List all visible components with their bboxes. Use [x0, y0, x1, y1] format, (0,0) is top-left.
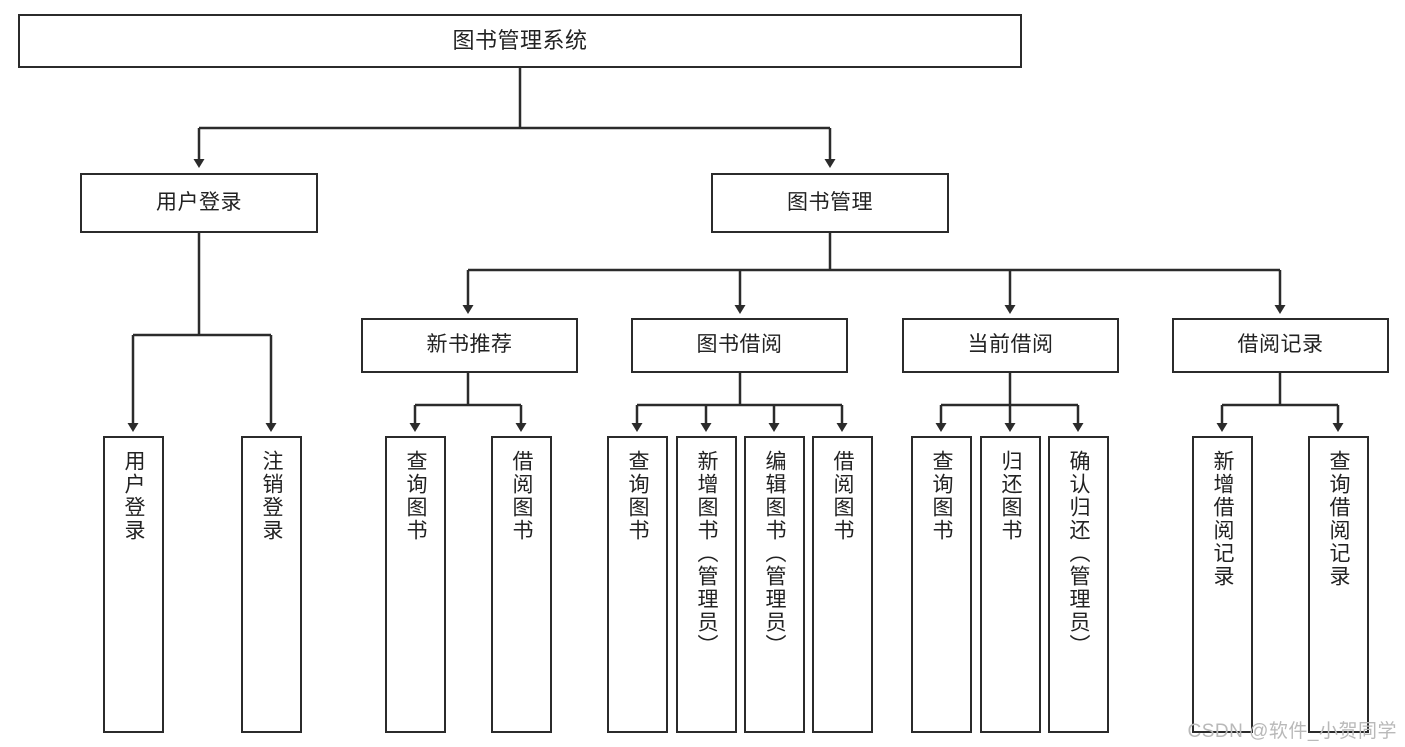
node-leaf-user-logout-label: 注销登录 [260, 450, 283, 542]
node-current-borrow[interactable]: 当前借阅 [902, 318, 1119, 373]
node-leaf-query-record[interactable]: 查询借阅记录 [1308, 436, 1369, 733]
node-leaf-add-book-label: 新增图书（管理员） [695, 450, 718, 657]
node-leaf-user-login-label: 用户登录 [122, 450, 145, 542]
node-leaf-query-book-3-label: 查询图书 [930, 450, 953, 542]
node-leaf-edit-book-label: 编辑图书（管理员） [763, 450, 786, 657]
node-leaf-query-book-1[interactable]: 查询图书 [385, 436, 446, 733]
node-leaf-add-book[interactable]: 新增图书（管理员） [676, 436, 737, 733]
node-leaf-query-book-3[interactable]: 查询图书 [911, 436, 972, 733]
node-new-book-recommend-label: 新书推荐 [426, 333, 513, 357]
csdn-watermark: CSDN @软件_小贺同学 [1187, 721, 1397, 742]
node-leaf-borrow-book-2[interactable]: 借阅图书 [812, 436, 873, 733]
node-leaf-query-book-1-label: 查询图书 [404, 450, 427, 542]
node-user-login-label: 用户登录 [156, 190, 242, 214]
node-leaf-query-book-2-label: 查询图书 [626, 450, 649, 542]
node-borrow-record[interactable]: 借阅记录 [1172, 318, 1389, 373]
node-leaf-edit-book[interactable]: 编辑图书（管理员） [744, 436, 805, 733]
node-new-book-recommend[interactable]: 新书推荐 [361, 318, 578, 373]
node-leaf-add-record[interactable]: 新增借阅记录 [1192, 436, 1253, 733]
node-leaf-borrow-book-1-label: 借阅图书 [510, 450, 533, 542]
node-leaf-confirm-return[interactable]: 确认归还（管理员） [1048, 436, 1109, 733]
node-leaf-user-login[interactable]: 用户登录 [103, 436, 164, 733]
node-root[interactable]: 图书管理系统 [18, 14, 1022, 68]
node-borrow-record-label: 借阅记录 [1237, 333, 1324, 357]
node-user-login[interactable]: 用户登录 [80, 173, 318, 233]
node-leaf-user-logout[interactable]: 注销登录 [241, 436, 302, 733]
node-book-borrow[interactable]: 图书借阅 [631, 318, 848, 373]
node-book-borrow-label: 图书借阅 [696, 333, 783, 357]
node-leaf-borrow-book-2-label: 借阅图书 [831, 450, 854, 542]
node-leaf-add-record-label: 新增借阅记录 [1211, 450, 1234, 588]
node-leaf-query-book-2[interactable]: 查询图书 [607, 436, 668, 733]
node-root-label: 图书管理系统 [452, 28, 588, 54]
node-leaf-borrow-book-1[interactable]: 借阅图书 [491, 436, 552, 733]
node-book-manage-label: 图书管理 [787, 190, 873, 214]
node-leaf-query-record-label: 查询借阅记录 [1327, 450, 1350, 588]
node-leaf-confirm-return-label: 确认归还（管理员） [1067, 450, 1090, 657]
node-leaf-return-book-label: 归还图书 [999, 450, 1022, 542]
node-leaf-return-book[interactable]: 归还图书 [980, 436, 1041, 733]
node-current-borrow-label: 当前借阅 [967, 333, 1054, 357]
node-book-manage[interactable]: 图书管理 [711, 173, 949, 233]
